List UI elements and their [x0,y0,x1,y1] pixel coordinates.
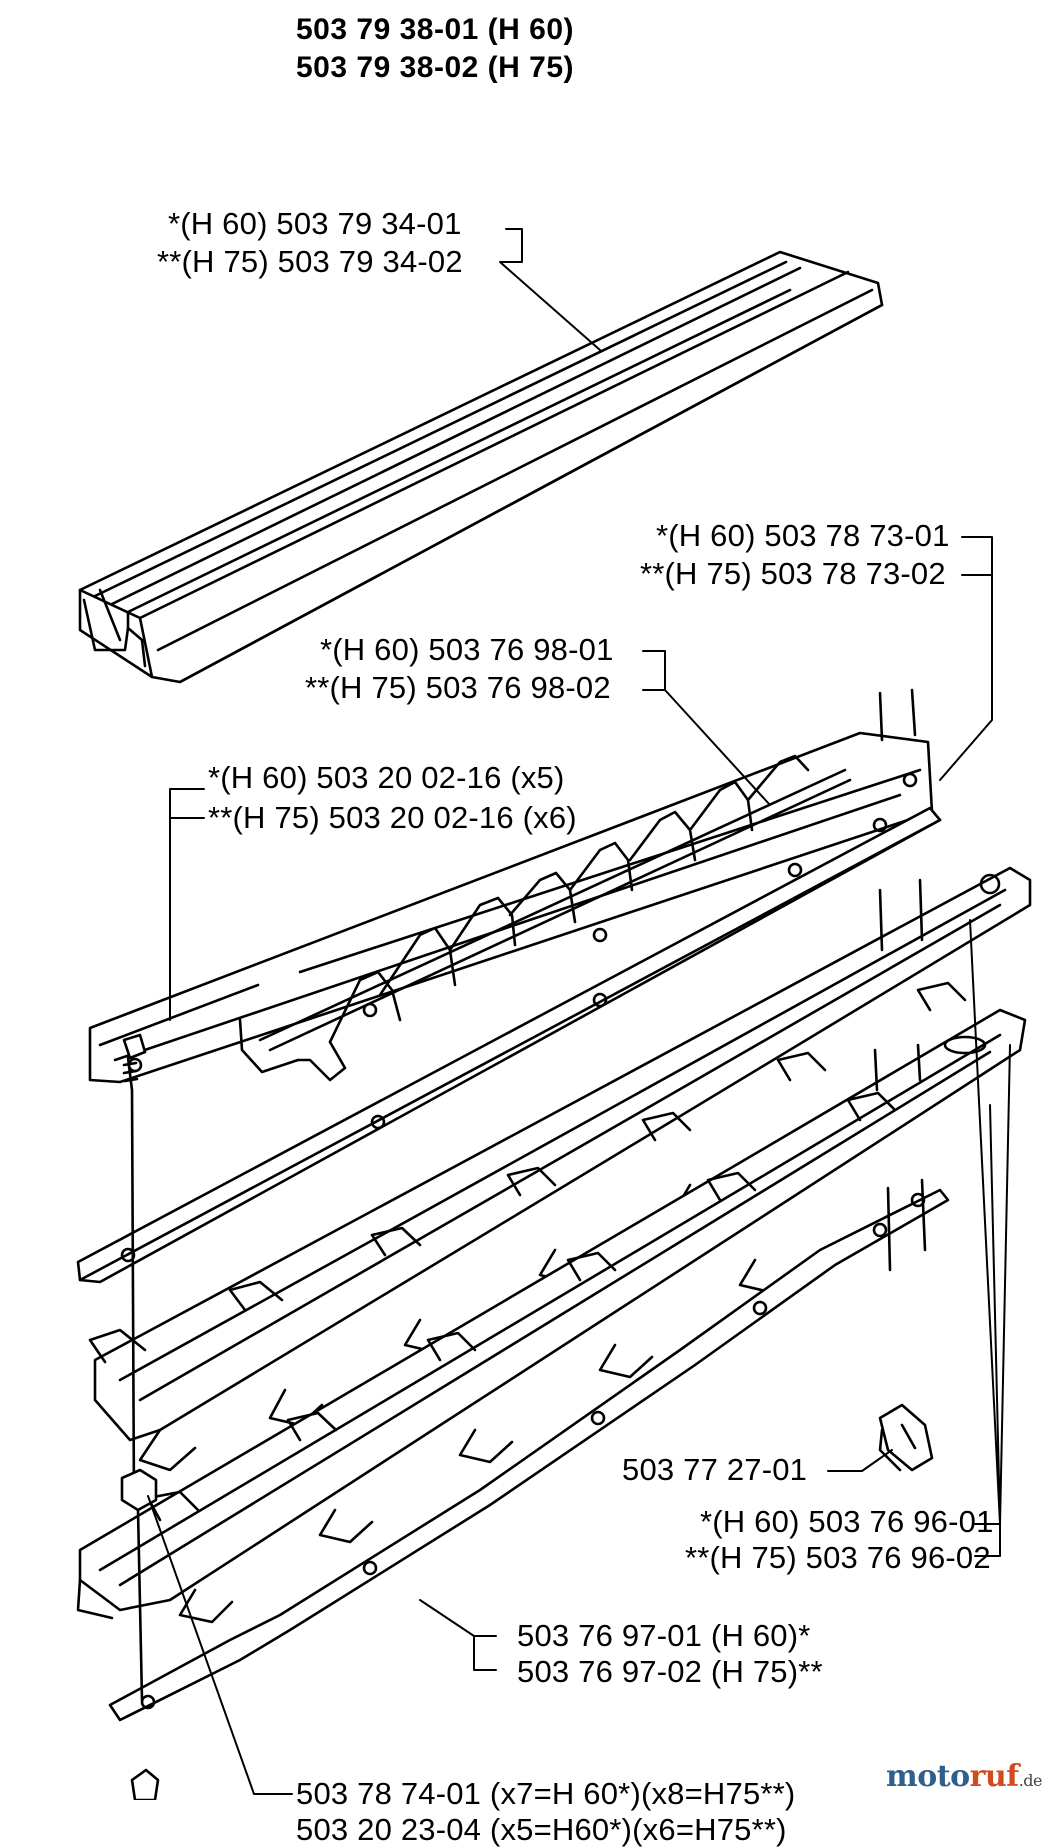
plate-label-h60: *(H 60) 503 78 73-01 [656,518,950,553]
spacer-label: 503 78 74-01 (x7=H 60*)(x8=H75**) [296,1776,796,1811]
screw [122,1033,147,1507]
exploded-parts-diagram [76,228,1032,1800]
middle-blade [88,866,1032,1472]
guide-rail [78,250,884,684]
guide-clip-label: 503 77 27-01 [622,1452,808,1487]
blade-label-h75: **(H 75) 503 76 96-02 [685,1540,991,1575]
watermark-part-1: moto [886,1759,970,1794]
upper-blade-label-h60: *(H 60) 503 76 98-01 [320,632,614,667]
motoruf-watermark-logo: motoruf.de [886,1759,1042,1794]
bottom-bar-label-h75: 503 76 97-02 (H 75)** [517,1654,823,1689]
guide-clip [878,1403,934,1472]
flat-plate [76,806,942,1284]
guide-rail-label-h75: **(H 75) 503 79 34-02 [157,244,463,279]
bottom-bar [108,1188,950,1722]
lower-blade [76,1008,1027,1624]
leader-lines [147,228,1011,1795]
spacer-nut [120,1468,158,1702]
screw-label-h75: **(H 75) 503 20 02-16 (x6) [208,800,577,835]
upper-blade-label-h75: **(H 75) 503 76 98-02 [305,670,611,705]
bottom-bar-label-h60: 503 76 97-01 (H 60)* [517,1618,811,1653]
diagram-title-h60: 503 79 38-01 (H 60) [296,13,575,46]
watermark-part-2: ruf [969,1759,1020,1794]
nut-label: 503 20 23-04 (x5=H60*)(x6=H75**) [296,1812,787,1847]
blade-label-h60: *(H 60) 503 76 96-01 [700,1504,994,1539]
diagram-title-h75: 503 79 38-02 (H 75) [296,51,575,84]
guide-rail-label-h60: *(H 60) 503 79 34-01 [168,206,462,241]
screw-label-h60: *(H 60) 503 20 02-16 (x5) [208,760,565,795]
plate-label-h75: **(H 75) 503 78 73-02 [640,556,946,591]
bottom-nut [130,1768,160,1800]
watermark-part-3: .de [1018,1771,1043,1790]
